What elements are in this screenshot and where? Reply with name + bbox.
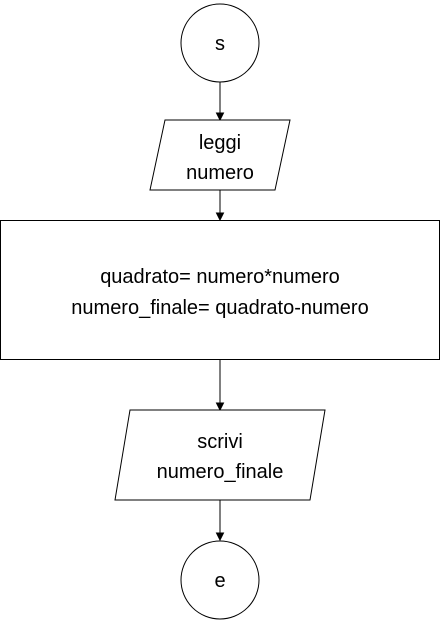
input-label-line2: numero bbox=[186, 162, 254, 184]
output-label-line1: scrivi bbox=[197, 431, 243, 453]
end-label: e bbox=[214, 570, 225, 592]
input-label-line1: leggi bbox=[199, 132, 241, 154]
process-rectangle bbox=[0, 220, 440, 360]
output-label-line2: numero_finale bbox=[157, 461, 284, 483]
arrowhead bbox=[215, 112, 225, 122]
process-label-line1: quadrato= numero*numero bbox=[100, 266, 340, 288]
start-label: s bbox=[215, 33, 225, 55]
input-node: leggi numero bbox=[149, 119, 291, 191]
input-parallelogram bbox=[149, 119, 291, 191]
output-parallelogram bbox=[114, 409, 326, 501]
edge-input-to-process bbox=[215, 190, 225, 222]
edge-output-to-end bbox=[215, 500, 225, 542]
end-circle bbox=[180, 540, 260, 620]
arrowhead bbox=[215, 532, 225, 542]
arrowhead bbox=[215, 402, 225, 412]
end-node: e bbox=[180, 540, 260, 620]
output-node: scrivi numero_finale bbox=[114, 409, 326, 501]
start-node: s bbox=[180, 3, 260, 83]
edge-process-to-output bbox=[215, 360, 225, 412]
arrowhead bbox=[215, 212, 225, 222]
edge-start-to-input bbox=[215, 82, 225, 122]
process-node: quadrato= numero*numero numero_finale= q… bbox=[0, 220, 440, 360]
process-label-line2: numero_finale= quadrato-numero bbox=[71, 297, 368, 319]
